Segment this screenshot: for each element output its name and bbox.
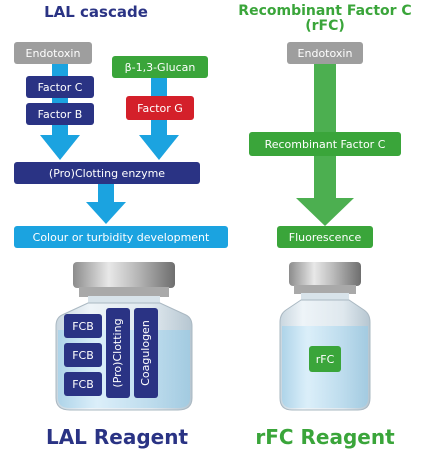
lal-vial-cap bbox=[73, 262, 175, 288]
lal-cascade-title: LAL cascade bbox=[44, 3, 148, 21]
fcb-label-1: FCB bbox=[72, 320, 94, 333]
lal-reagent-caption: LAL Reagent bbox=[46, 425, 189, 449]
recombinant-factor-c-box: Recombinant Factor C bbox=[249, 132, 401, 156]
fluorescence-box: Fluorescence bbox=[277, 226, 373, 248]
endotoxin-label-left: Endotoxin bbox=[26, 47, 81, 60]
fcb-box-2: FCB bbox=[64, 343, 102, 367]
fcb-label-2: FCB bbox=[72, 349, 94, 362]
rfc-vial-crimp bbox=[294, 285, 356, 294]
recombinant-factor-c-label: Recombinant Factor C bbox=[265, 138, 386, 151]
lal-vial-neck bbox=[88, 296, 160, 304]
clotting-enzyme-label: (Pro)Clotting enzyme bbox=[49, 167, 165, 180]
rfc-reagent-vial: rFC bbox=[279, 262, 371, 411]
rfc-title-line1: Recombinant Factor C bbox=[238, 3, 411, 19]
left-enzyme-arrow bbox=[86, 184, 126, 224]
rfc-label: rFC bbox=[316, 353, 335, 366]
right-green-arrow bbox=[296, 62, 354, 226]
proclotting-box: (Pro)Clotting bbox=[106, 308, 130, 398]
factor-c-label: Factor C bbox=[38, 81, 83, 94]
colour-development-label: Colour or turbidity development bbox=[33, 231, 210, 244]
rfc-vial-neck bbox=[301, 293, 349, 301]
fcb-label-3: FCB bbox=[72, 378, 94, 391]
coagulogen-box: Coagulogen bbox=[134, 308, 158, 398]
fcb-box-3: FCB bbox=[64, 372, 102, 396]
glucan-label: β-1,3-Glucan bbox=[125, 61, 196, 74]
factor-b-label: Factor B bbox=[38, 108, 83, 121]
endotoxin-box-left: Endotoxin bbox=[14, 42, 92, 64]
clotting-enzyme-box: (Pro)Clotting enzyme bbox=[14, 162, 200, 184]
factor-b-box: Factor B bbox=[26, 103, 94, 125]
factor-g-box: Factor G bbox=[126, 96, 194, 120]
endotoxin-box-right: Endotoxin bbox=[287, 42, 363, 64]
endotoxin-label-right: Endotoxin bbox=[298, 47, 353, 60]
fluorescence-label: Fluorescence bbox=[289, 231, 362, 244]
fcb-box-1: FCB bbox=[64, 314, 102, 338]
coagulogen-label: Coagulogen bbox=[139, 320, 152, 386]
glucan-box: β-1,3-Glucan bbox=[112, 56, 208, 78]
lal-reagent-vial: FCB FCB FCB (Pro)Clotting Coagulogen bbox=[55, 262, 193, 411]
lal-vial-crimp bbox=[79, 287, 169, 297]
factor-g-label: Factor G bbox=[137, 102, 183, 115]
rfc-title-line2: (rFC) bbox=[305, 18, 345, 34]
rfc-box: rFC bbox=[309, 346, 341, 372]
rfc-reagent-caption: rFC Reagent bbox=[255, 425, 395, 449]
rfc-vial-cap bbox=[289, 262, 361, 286]
colour-development-box: Colour or turbidity development bbox=[14, 226, 228, 248]
factor-c-box: Factor C bbox=[26, 76, 94, 98]
proclotting-label: (Pro)Clotting bbox=[111, 318, 124, 387]
